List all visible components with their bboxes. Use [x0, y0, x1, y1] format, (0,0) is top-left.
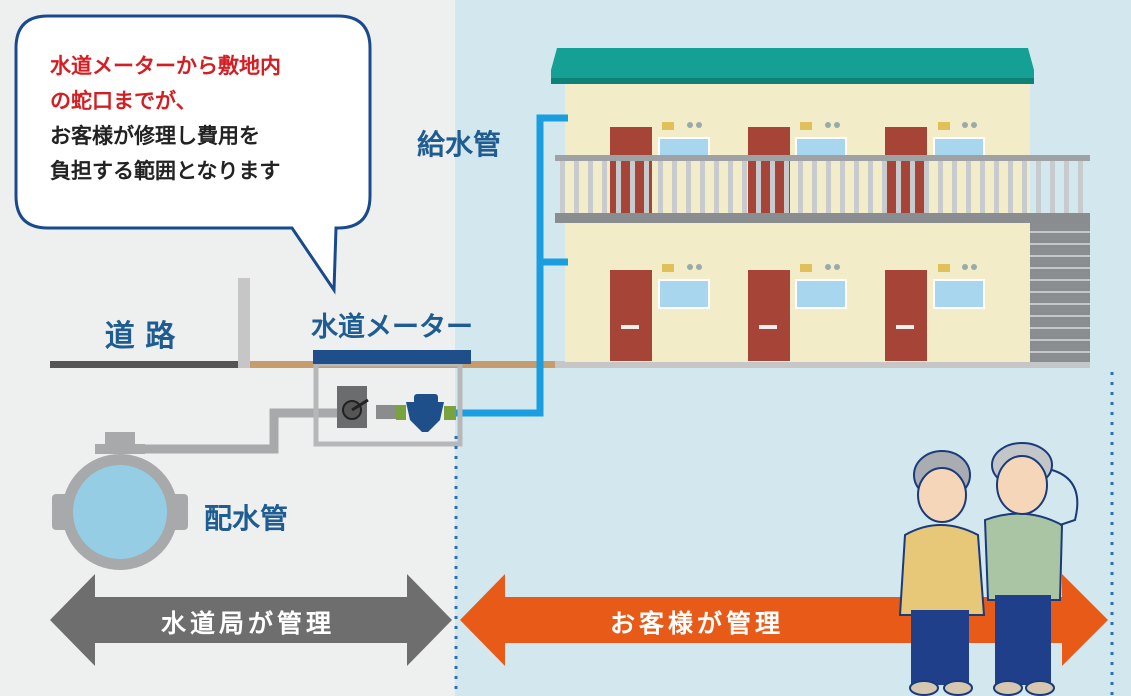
- building-roof: [551, 48, 1034, 82]
- railing-post: [672, 161, 677, 213]
- road-label: 道 路: [105, 319, 176, 354]
- road-surface: [50, 361, 240, 368]
- railing-post: [882, 161, 887, 213]
- lower-door-2: [748, 270, 790, 361]
- water-meter-label: 水道メーター: [311, 311, 473, 343]
- railing-post: [1078, 161, 1083, 213]
- bureau-managed-label: 水道局が管理: [161, 609, 335, 638]
- railing-post: [770, 161, 775, 213]
- callout-line-2: の蛇口までが、: [50, 89, 197, 113]
- water-meter-box: [313, 350, 471, 447]
- distribution-pipe-label: 配水管: [204, 502, 288, 535]
- boundary-wall: [238, 278, 250, 368]
- railing-post: [602, 161, 607, 213]
- railing-post: [980, 161, 985, 213]
- railing-post: [658, 161, 663, 213]
- railing-post: [1064, 161, 1069, 213]
- railing-post: [924, 161, 929, 213]
- service-pipe: [120, 408, 340, 454]
- railing-post: [910, 161, 915, 213]
- railing-post: [784, 161, 789, 213]
- railing-post: [1008, 161, 1013, 213]
- balcony-railing: [555, 155, 1090, 223]
- railing-post: [1036, 161, 1041, 213]
- railing-post: [1050, 161, 1055, 213]
- railing-post: [952, 161, 957, 213]
- railing-post: [700, 161, 705, 213]
- building-ground-line: [555, 361, 1090, 368]
- railing-post: [798, 161, 803, 213]
- supply-pipe: [455, 114, 568, 417]
- apartment-building: [551, 48, 1090, 362]
- upper-door-3: [885, 127, 927, 219]
- distribution-main-pipe: [52, 432, 188, 570]
- railing-post: [630, 161, 635, 213]
- railing-post: [938, 161, 943, 213]
- railing-post: [728, 161, 733, 213]
- supply-pipe-label: 給水管: [417, 128, 501, 161]
- lower-door-3: [885, 270, 927, 361]
- railing-post: [560, 161, 565, 213]
- callout-line-4: 負担する範囲となります: [50, 159, 280, 183]
- lower-door-1: [610, 270, 652, 361]
- railing-post: [854, 161, 859, 213]
- railing-post: [742, 161, 747, 213]
- railing-post: [686, 161, 691, 213]
- callout-line-3: お客様が修理し費用を: [50, 124, 260, 148]
- railing-post: [616, 161, 621, 213]
- railing-post: [756, 161, 761, 213]
- railing-post: [1022, 161, 1027, 213]
- railing-post: [896, 161, 901, 213]
- callout-bubble: [14, 14, 372, 295]
- railing-post: [644, 161, 649, 213]
- railing-post: [826, 161, 831, 213]
- bureau-managed-arrow: [50, 574, 452, 666]
- staircase: [1030, 220, 1090, 362]
- railing-post: [994, 161, 999, 213]
- upper-door-2: [748, 127, 790, 219]
- elderly-couple-illustration: [898, 442, 1079, 696]
- railing-post: [588, 161, 593, 213]
- railing-post: [966, 161, 971, 213]
- railing-post: [868, 161, 873, 213]
- railing-post: [714, 161, 719, 213]
- railing-post: [812, 161, 817, 213]
- railing-post: [840, 161, 845, 213]
- railing-post: [574, 161, 579, 213]
- callout-line-1: 水道メーターから敷地内: [50, 54, 281, 78]
- customer-managed-label: お客様が管理: [610, 609, 784, 638]
